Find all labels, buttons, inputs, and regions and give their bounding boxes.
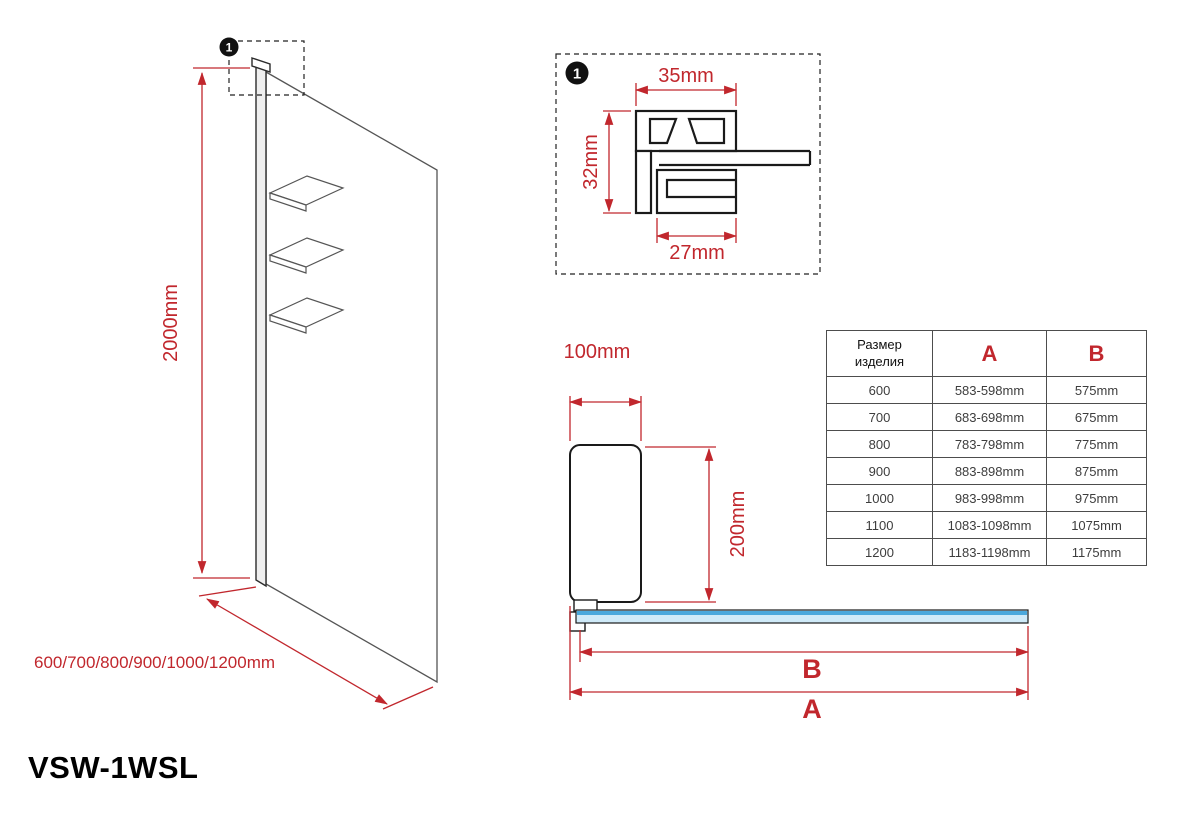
detail-dimensions — [603, 83, 738, 243]
detail-bottom-width-label: 27mm — [669, 242, 725, 264]
cell-a: 583-598mm — [932, 376, 1047, 404]
detail-view-box — [555, 53, 821, 275]
dimension-b-label: B — [802, 654, 822, 684]
table-row: 700 683-698mm 675mm — [826, 403, 1147, 431]
callout-number-side: 1 — [226, 41, 233, 55]
cell-size: 1000 — [826, 484, 933, 512]
glass-panel — [265, 70, 438, 684]
callout-box-side — [228, 40, 305, 96]
top-view-dimensions — [568, 396, 1030, 700]
cell-b: 775mm — [1046, 430, 1147, 458]
cell-b: 975mm — [1046, 484, 1147, 512]
cell-a: 983-998mm — [932, 484, 1047, 512]
side-view-dimensions — [193, 67, 434, 710]
cell-size: 600 — [826, 376, 933, 404]
cell-a: 883-898mm — [932, 457, 1047, 485]
cell-a: 1183-1198mm — [932, 538, 1047, 566]
table-row: 1200 1183-1198mm 1175mm — [826, 538, 1147, 566]
profile-cross-section — [634, 109, 812, 215]
cell-b: 1175mm — [1046, 538, 1147, 566]
wall-profile-plan — [569, 444, 642, 603]
size-col-header: Размер изделия — [826, 330, 933, 377]
glass-panel-plan-edge — [577, 611, 1027, 615]
table-row: 800 783-798mm 775mm — [826, 430, 1147, 458]
model-name: VSW-1WSL — [28, 750, 199, 785]
side-view-drawing — [251, 57, 438, 684]
cell-a: 783-798mm — [932, 430, 1047, 458]
callout-marker-detail — [565, 61, 589, 85]
cell-size: 1200 — [826, 538, 933, 566]
col-b-header: B — [1046, 330, 1147, 377]
size-table: Размер изделия A B 600 583-598mm 575mm 7… — [826, 330, 1147, 566]
top-view-drawing — [569, 444, 642, 632]
table-header-row: Размер изделия A B — [826, 330, 1147, 377]
cell-b: 875mm — [1046, 457, 1147, 485]
cell-b: 575mm — [1046, 376, 1147, 404]
detail-side-height-label: 32mm — [580, 134, 602, 190]
profile-depth-label: 200mm — [727, 491, 749, 558]
bracket-detail — [573, 599, 598, 612]
callout-marker-side — [219, 37, 239, 57]
glass-shelves — [268, 175, 345, 334]
detail-top-width-label: 35mm — [658, 65, 714, 87]
cell-a: 1083-1098mm — [932, 511, 1047, 539]
table-row: 1100 1083-1098mm 1075mm — [826, 511, 1147, 539]
cell-b: 675mm — [1046, 403, 1147, 431]
wall-profile-bar — [255, 62, 267, 588]
cell-a: 683-698mm — [932, 403, 1047, 431]
width-options-label: 600/700/800/900/1000/1200mm — [34, 653, 275, 672]
top-bracket — [251, 57, 271, 73]
cell-size: 1100 — [826, 511, 933, 539]
profile-width-label: 100mm — [564, 341, 631, 363]
table-row: 600 583-598mm 575mm — [826, 376, 1147, 404]
cell-size: 900 — [826, 457, 933, 485]
table-row: 900 883-898mm 875mm — [826, 457, 1147, 485]
callout-number-detail: 1 — [573, 66, 581, 83]
table-row: 1000 983-998mm 975mm — [826, 484, 1147, 512]
dimension-a-label: A — [802, 694, 822, 724]
cell-size: 800 — [826, 430, 933, 458]
cell-b: 1075mm — [1046, 511, 1147, 539]
height-dimension-label: 2000mm — [160, 284, 182, 362]
cell-size: 700 — [826, 403, 933, 431]
col-a-header: A — [932, 330, 1047, 377]
